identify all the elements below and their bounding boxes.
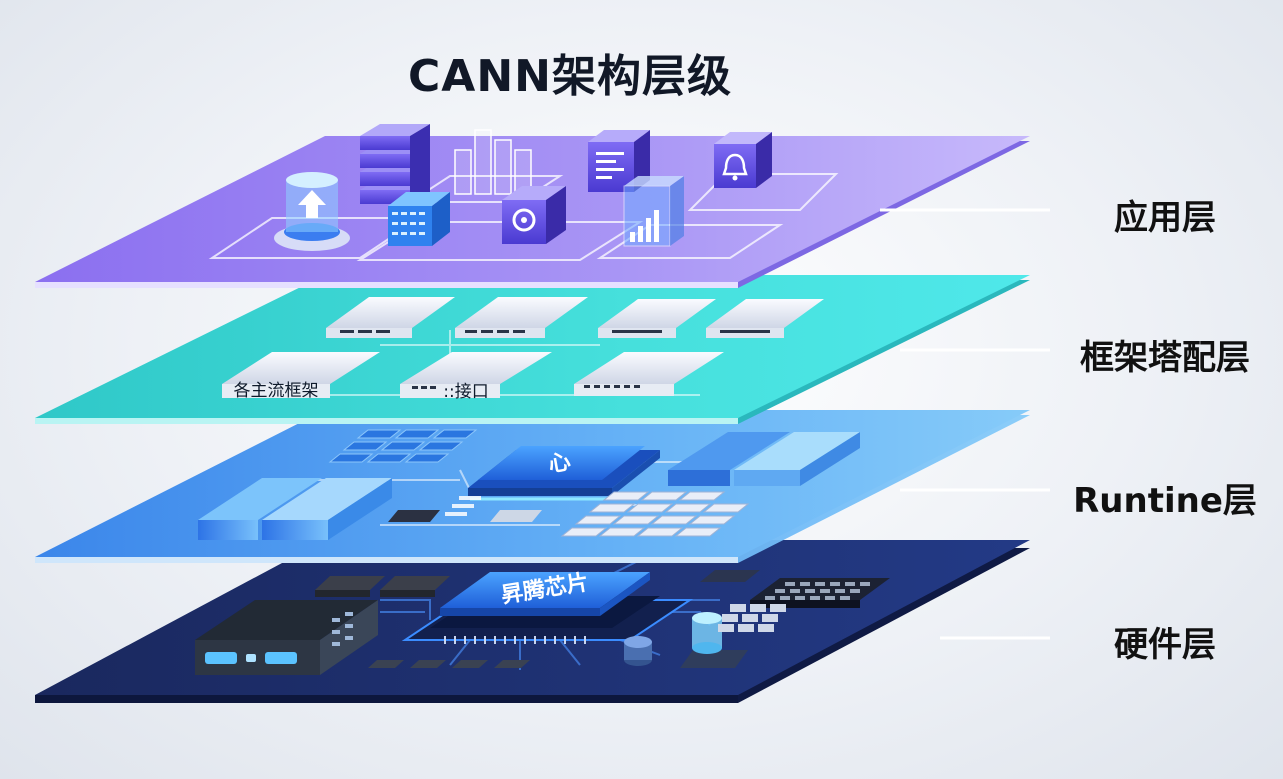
framework-block-label-interface: ::接口 [443,382,488,402]
usb-port-icon [205,652,237,664]
framework-layer: 各主流框架 ::接口 [35,275,1030,424]
usb-port-icon [265,652,297,664]
location-cube [502,186,566,244]
layer-label-runtime: Runtine层 [1055,473,1275,522]
hardware-layer: 昇腾芯片 [35,540,1030,703]
chart-cube [624,176,684,246]
layer-label-hardware: 硬件层 [1055,617,1275,666]
framework-block-label-mainstream: 各主流框架 [234,381,319,401]
blue-server-block [388,192,450,246]
port-icon [246,654,256,662]
runtime-chip-label: 心 [547,449,573,477]
app-layer [35,124,1030,288]
layer-label-application: 应用层 [1055,190,1275,239]
layer-label-framework: 框架塔配层 [1055,330,1275,379]
notification-cube [714,132,772,188]
